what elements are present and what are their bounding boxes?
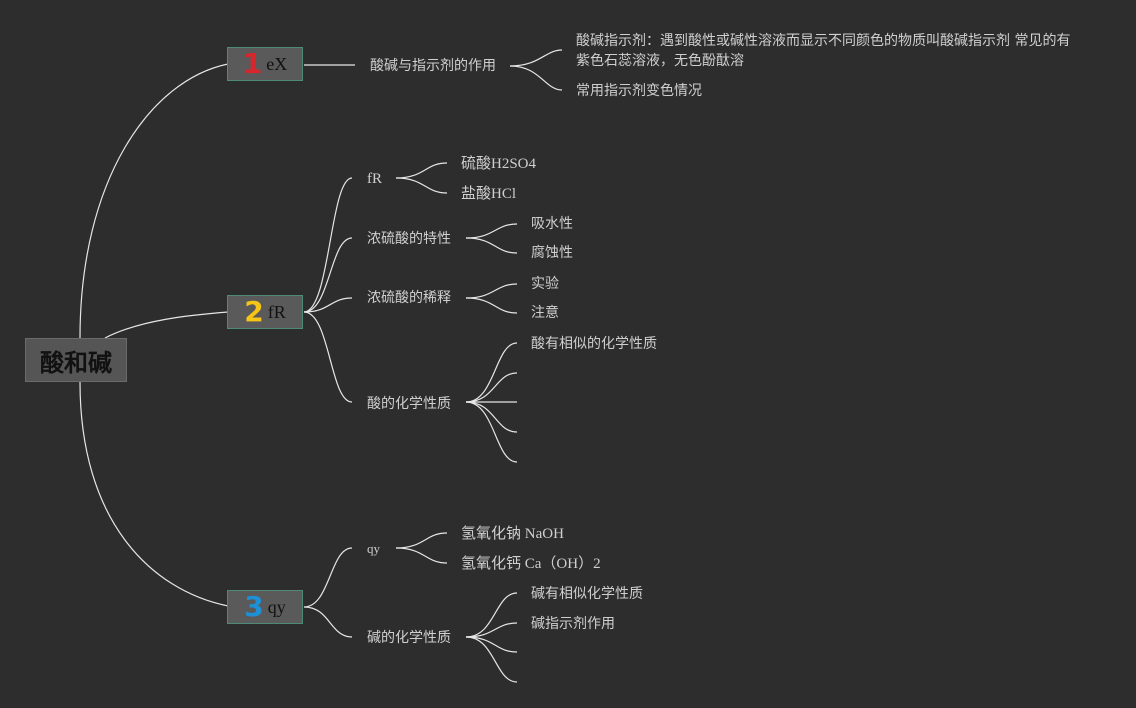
branch-1-label: eX [266, 53, 288, 74]
branch-1[interactable]: 1 eX [227, 47, 303, 81]
link-b2n4-c2 [465, 372, 518, 403]
branch-2-label: fR [267, 301, 286, 322]
link-b2n2-c1 [465, 223, 518, 239]
link-b2n3-c2 [465, 297, 518, 314]
node-acid-base-indicator[interactable]: 酸碱与指示剂的作用 [370, 58, 496, 74]
leaf-indicator-definition[interactable]: 酸碱指示剂：遇到酸性或碱性溶液而显示不同颜色的物质叫酸碱指示剂 常见的有紫色石蕊… [576, 33, 1071, 69]
link-root-b1 [79, 63, 229, 339]
link-b2-n2 [303, 237, 353, 313]
leaf-sodium-hydroxide[interactable]: 氢氧化钠 NaOH [461, 526, 564, 542]
link-b3n2-c4 [465, 636, 518, 683]
branch-3-number-icon: 3 [244, 590, 264, 623]
leaf-acid-similar-properties[interactable]: 酸有相似的化学性质 [531, 336, 657, 352]
link-b1n1-c1 [509, 49, 563, 67]
leaf-caution[interactable]: 注意 [531, 305, 559, 321]
link-b2n4-c1 [465, 342, 518, 403]
leaf-base-similar-properties[interactable]: 碱有相似化学性质 [531, 586, 643, 602]
link-b1n1-c2 [509, 65, 563, 91]
link-b2-n1 [303, 177, 353, 313]
branch-1-number-icon: 1 [242, 47, 263, 80]
leaf-base-indicator-effect[interactable]: 碱指示剂作用 [531, 616, 615, 632]
link-b2n2-c2 [465, 237, 518, 254]
link-b3n1-c1 [395, 532, 448, 549]
link-b2n1-c1 [395, 162, 448, 179]
link-b2n3-c1 [465, 283, 518, 299]
branch-3[interactable]: 3 qy [227, 590, 303, 624]
node-conc-sulfuric-dilution[interactable]: 浓硫酸的稀释 [367, 290, 451, 306]
link-b3n2-c1 [465, 592, 518, 638]
link-b3n1-c2 [395, 547, 448, 564]
link-b3-n2 [303, 606, 353, 638]
leaf-sulfuric-acid[interactable]: 硫酸H2SO4 [461, 156, 537, 172]
link-b3n2-c2 [465, 622, 518, 638]
root-topic[interactable]: 酸和碱 [25, 338, 127, 382]
leaf-hydrochloric-acid[interactable]: 盐酸HCl [461, 186, 517, 202]
link-b2n1-c2 [395, 177, 448, 194]
node-bases[interactable]: qy [367, 541, 380, 556]
node-acid-chemical-properties[interactable]: 酸的化学性质 [367, 396, 451, 412]
node-acids[interactable]: fR [367, 171, 382, 187]
link-b2-n3 [303, 297, 353, 313]
branch-2[interactable]: 2 fR [227, 295, 303, 329]
node-base-chemical-properties[interactable]: 碱的化学性质 [367, 630, 451, 646]
link-b3-n1 [303, 547, 353, 608]
link-root-b3 [79, 381, 229, 607]
leaf-experiment[interactable]: 实验 [531, 276, 559, 292]
leaf-corrosive[interactable]: 腐蚀性 [531, 245, 573, 261]
branch-3-label: qy [267, 596, 286, 617]
link-b2n4-c5 [465, 401, 518, 463]
node-conc-sulfuric-properties[interactable]: 浓硫酸的特性 [367, 231, 451, 247]
leaf-hygroscopic[interactable]: 吸水性 [531, 216, 573, 232]
branch-2-number-icon: 2 [244, 295, 264, 328]
leaf-calcium-hydroxide[interactable]: 氢氧化钙 Ca（OH）2 [461, 556, 601, 572]
link-root-b2 [104, 311, 229, 339]
leaf-indicator-color-change[interactable]: 常用指示剂变色情况 [576, 83, 702, 99]
link-b2-n4 [303, 311, 353, 403]
link-b3n2-c3 [465, 636, 518, 653]
